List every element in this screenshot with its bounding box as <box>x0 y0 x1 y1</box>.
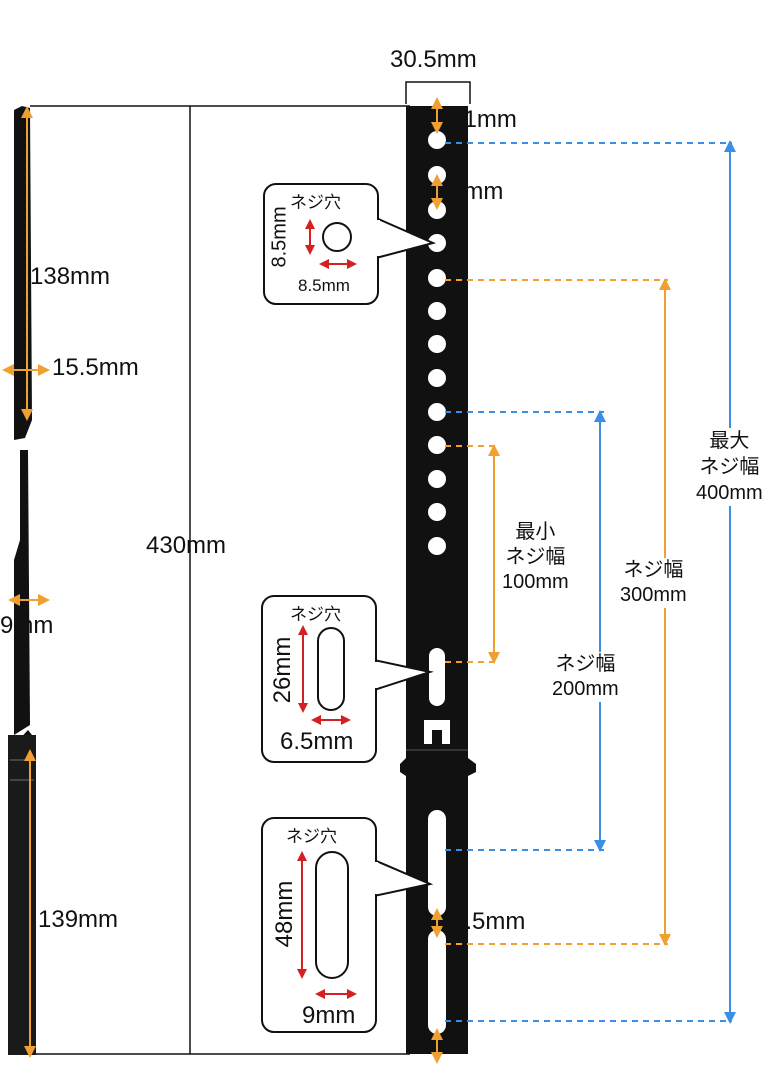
total-length-label: 430mm <box>146 532 227 559</box>
round-holes <box>428 131 446 555</box>
min-pitch-line2: ネジ幅 <box>505 546 566 568</box>
middle-thickness-label: 9mm <box>0 612 54 639</box>
pitch-300-line2: 300mm <box>620 584 687 606</box>
upper-length-label: 138mm <box>30 263 111 290</box>
hole <box>428 302 446 320</box>
long-slot-title: ネジ穴 <box>286 827 337 846</box>
long-slot-callout-pointer <box>373 859 434 897</box>
short-slot-icon <box>317 627 345 711</box>
orange-pitch-lines <box>445 279 668 945</box>
hole <box>428 503 446 521</box>
bracket-width-label: 30.5mm <box>390 46 477 73</box>
hole <box>428 234 446 252</box>
pitch-200-line2: 200mm <box>552 678 619 700</box>
hole <box>428 369 446 387</box>
round-hole-title: ネジ穴 <box>290 193 341 212</box>
max-pitch-label: 最大 ネジ幅 400mm <box>696 428 763 506</box>
hole <box>428 131 446 149</box>
long-slot-upper <box>428 810 446 916</box>
hole <box>428 470 446 488</box>
hole-spacing-label: 7mm <box>450 178 504 205</box>
hole <box>428 269 446 287</box>
slot-gap-label: 6.5mm <box>452 908 526 935</box>
min-pitch-line3: 100mm <box>502 571 569 593</box>
width-indicator <box>405 81 471 104</box>
pitch-200-label: ネジ幅 200mm <box>552 652 619 702</box>
square-hole-inner <box>432 730 442 744</box>
long-slot-icon <box>315 851 349 979</box>
hole <box>428 403 446 421</box>
lower-length-label: 139mm <box>38 906 119 933</box>
blue-pitch-lines <box>445 142 732 1022</box>
bracket-notch <box>400 758 476 776</box>
pitch-300-line1: ネジ幅 <box>623 559 684 581</box>
round-hole-height-label: 8.5mm <box>268 206 291 268</box>
hole <box>428 436 446 454</box>
short-slot-width-label: 6.5mm <box>280 728 354 755</box>
round-hole-width-label: 8.5mm <box>298 276 350 295</box>
long-slot-width-label: 9mm <box>302 1002 356 1029</box>
short-slot <box>429 648 445 706</box>
long-slot-lower <box>428 930 446 1034</box>
min-pitch-label: 最小 ネジ幅 100mm <box>502 520 569 595</box>
hole <box>428 537 446 555</box>
lower-side-hook <box>8 735 36 1055</box>
pitch-300-label: ネジ幅 300mm <box>620 558 687 608</box>
upper-thickness-label: 15.5mm <box>52 354 139 381</box>
hole <box>428 335 446 353</box>
short-slot-title: ネジ穴 <box>290 605 341 624</box>
round-hole-callout-pointer <box>375 217 437 259</box>
max-pitch-line1: 最大 <box>709 430 750 452</box>
long-slot-height-label: 48mm <box>271 880 298 948</box>
top-margin-label: 11mm <box>452 106 517 133</box>
min-pitch-line1: 最小 <box>515 521 556 543</box>
pitch-200-line1: ネジ幅 <box>555 653 616 675</box>
short-slot-callout-pointer <box>373 659 434 691</box>
max-pitch-line3: 400mm <box>696 482 763 504</box>
round-hole-icon <box>322 222 352 252</box>
short-slot-height-label: 26mm <box>269 636 296 704</box>
max-pitch-line2: ネジ幅 <box>699 456 760 478</box>
